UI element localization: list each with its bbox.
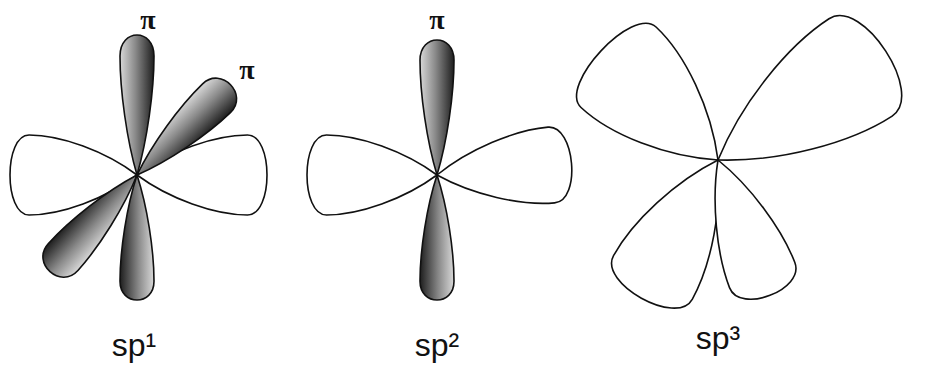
pi-orbital-lobe [120, 35, 154, 175]
pi-orbital-lobe [420, 175, 454, 300]
pi-orbital-lobe [120, 175, 154, 300]
hybridization-label: sp³ [696, 322, 740, 354]
hybridization-label: sp² [415, 329, 459, 361]
hybridization-label: sp¹ [112, 329, 156, 361]
hybrid-orbital-lobe [434, 125, 575, 212]
hybrid-orbital-lobe [307, 135, 437, 215]
orbital-label: π [239, 56, 254, 84]
orbital-label: π [140, 6, 155, 34]
hybrid-orbital-lobe [685, 147, 802, 307]
pi-orbital-lobe [420, 40, 454, 175]
orbital-label: π [429, 6, 444, 34]
